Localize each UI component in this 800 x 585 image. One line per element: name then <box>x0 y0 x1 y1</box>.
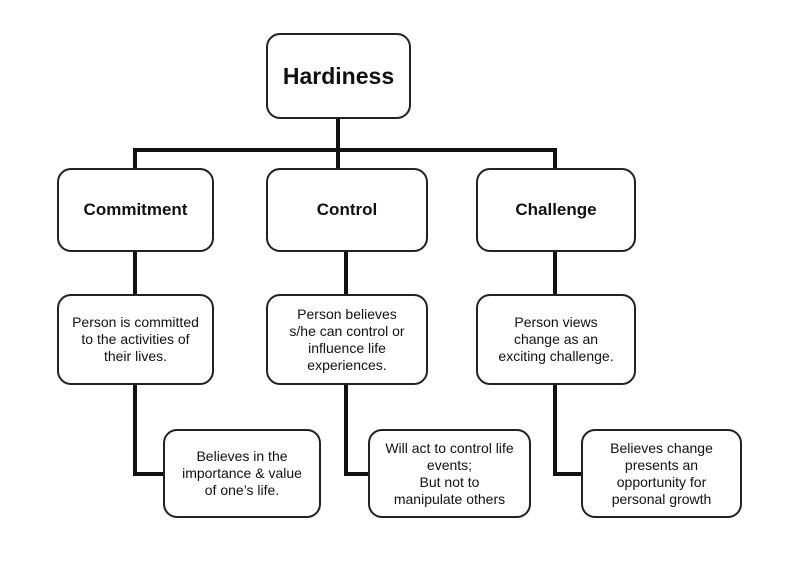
control-label: Control <box>316 200 378 219</box>
challenge-description: Person views change as an exciting chall… <box>498 314 614 364</box>
control-description: Person believes s/he can control or infl… <box>289 305 405 373</box>
challenge-description-node: Person views change as an exciting chall… <box>476 294 636 385</box>
connector-control-to-description <box>344 250 348 296</box>
control-node: Control <box>266 168 428 252</box>
connector-challenge-detail-elbow <box>553 472 583 476</box>
connector-to-challenge <box>553 148 557 170</box>
challenge-node: Challenge <box>476 168 636 252</box>
challenge-detail-node: Believes change presents an opportunity … <box>581 429 742 518</box>
connector-horizontal-bar <box>133 148 557 152</box>
connector-commitment-to-description <box>133 250 137 296</box>
control-detail: Will act to control life events; But not… <box>385 439 514 507</box>
control-description-node: Person believes s/he can control or infl… <box>266 294 428 385</box>
connector-challenge-to-description <box>553 250 557 296</box>
connector-commitment-description-down <box>133 383 137 475</box>
connector-commitment-detail-elbow <box>133 472 165 476</box>
control-detail-node: Will act to control life events; But not… <box>368 429 531 518</box>
commitment-description: Person is committed to the activities of… <box>72 314 199 364</box>
connector-to-control <box>336 148 340 170</box>
commitment-label: Commitment <box>83 200 188 219</box>
hardiness-node: Hardiness <box>266 33 411 119</box>
commitment-description-node: Person is committed to the activities of… <box>57 294 214 385</box>
hardiness-label: Hardiness <box>282 62 395 89</box>
commitment-detail: Believes in the importance & value of on… <box>182 448 302 498</box>
connector-control-description-down <box>344 383 348 475</box>
connector-challenge-description-down <box>553 383 557 475</box>
challenge-label: Challenge <box>515 200 597 219</box>
commitment-detail-node: Believes in the importance & value of on… <box>163 429 321 518</box>
challenge-detail: Believes change presents an opportunity … <box>610 439 713 507</box>
connector-root-down <box>336 118 340 151</box>
connector-control-detail-elbow <box>344 472 370 476</box>
connector-to-commitment <box>133 148 137 170</box>
commitment-node: Commitment <box>57 168 214 252</box>
